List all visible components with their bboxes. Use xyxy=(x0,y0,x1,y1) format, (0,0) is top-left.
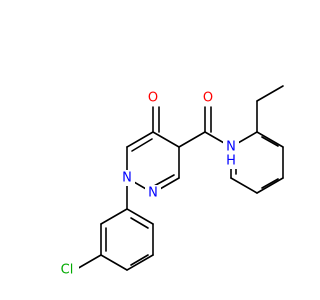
amide-hydrogen-label: H xyxy=(226,154,236,169)
ring-carbonyl-oxygen-label: O xyxy=(148,91,158,106)
pyridazine-c6-to-c5-bond xyxy=(126,131,154,148)
amide-carbonyl-oxygen-mask xyxy=(200,90,216,106)
ring-nitrogen-upper-mask xyxy=(119,170,135,186)
ring-nitrogen-lower-mask xyxy=(145,185,161,201)
chloro-ring-d-bond xyxy=(126,254,154,271)
chloro-inner-3-bond xyxy=(130,217,149,229)
chloro-ring-c-bond xyxy=(100,254,128,271)
chloro-ring-a-bond xyxy=(100,208,128,225)
pyridazine-c3-n2-inner-bond xyxy=(153,174,175,187)
amide-nitrogen-mask xyxy=(223,139,239,155)
amide-hydrogen-mask xyxy=(223,153,239,169)
aryl-inner-2-bond xyxy=(261,178,279,189)
pyridazine-c5-to-c4-bond xyxy=(152,131,180,148)
pyridazine-c6-c5-inner-bond xyxy=(131,138,153,152)
amide-c3-to-carbonyl-bond xyxy=(178,131,206,148)
bond-layer xyxy=(74,85,284,271)
aryl-ring-c-bond xyxy=(256,177,284,194)
ring-carbonyl-oxygen-mask xyxy=(145,90,161,106)
chloro-ring-f-bond xyxy=(126,208,154,225)
chlorine-mask xyxy=(59,262,79,278)
aryl-inner-1-bond xyxy=(261,136,279,147)
ethyl-c2-bond xyxy=(256,85,284,102)
amide-nitrogen-label: N xyxy=(226,140,236,155)
ring-nitrogen-lower-label: N xyxy=(148,186,158,201)
chloro-c-to-cl-bond xyxy=(74,254,102,271)
aryl-ring-d-bond xyxy=(230,177,258,194)
chloro-inner-2-bond xyxy=(130,254,149,266)
ring-nitrogen-upper-label: N xyxy=(122,171,132,186)
aryl-ring-a-bond xyxy=(256,131,284,148)
chlorine-label: Cl xyxy=(61,263,74,278)
amide-carbonyl-oxygen-label: O xyxy=(203,91,213,106)
